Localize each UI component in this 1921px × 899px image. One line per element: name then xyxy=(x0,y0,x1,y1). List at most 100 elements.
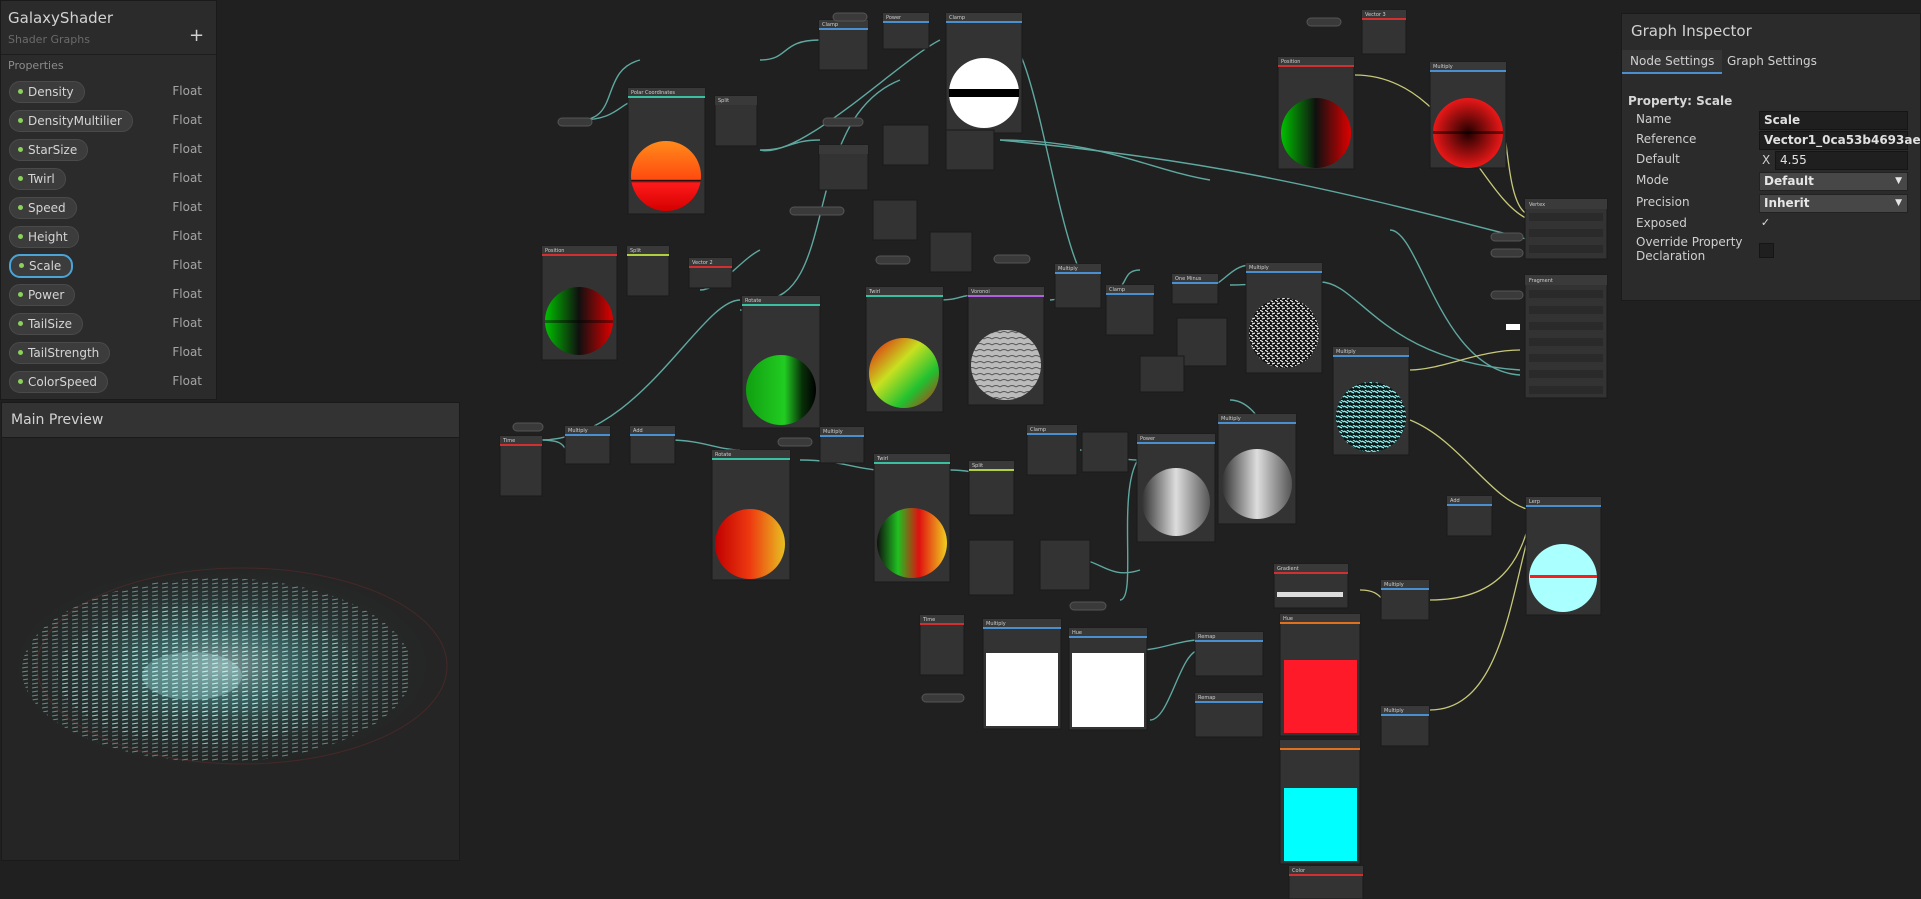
node-multiply-noise[interactable]: Multiply xyxy=(1245,262,1323,374)
node-lerp[interactable]: Lerp xyxy=(1525,496,1602,616)
preview-header[interactable]: Main Preview xyxy=(2,403,459,438)
node-add-time[interactable]: Add xyxy=(629,425,676,465)
add-property-button[interactable]: + xyxy=(189,25,205,46)
node-clamp-preview[interactable]: Clamp xyxy=(945,12,1023,134)
node-multiply-a[interactable] xyxy=(872,199,918,241)
node-vector-2[interactable]: Vector 2 xyxy=(688,257,733,289)
node-multiply-white[interactable]: Multiply xyxy=(982,618,1062,730)
node-rotate[interactable]: Rotate xyxy=(741,295,821,429)
mode-dropdown[interactable]: Default▼ xyxy=(1759,172,1908,191)
node-time-2[interactable]: Time xyxy=(919,614,965,676)
node-position-2[interactable]: Position xyxy=(1277,56,1355,170)
property-pill[interactable]: ColorSpeed xyxy=(9,371,108,393)
default-value-field[interactable]: 4.55 xyxy=(1775,151,1908,170)
override-checkbox[interactable] xyxy=(1759,243,1774,258)
name-label: Name xyxy=(1636,112,1672,126)
node-hue-cyan[interactable] xyxy=(1279,739,1361,865)
node-title: Clamp xyxy=(1030,427,1046,433)
node-fragment[interactable]: Fragment xyxy=(1506,274,1608,399)
exposed-checkbox[interactable]: ✓ xyxy=(1760,216,1771,229)
property-name: Height xyxy=(28,230,68,244)
node-remap[interactable]: Remap xyxy=(1194,631,1264,677)
node-add-b[interactable] xyxy=(1139,355,1185,393)
node-color[interactable]: Color xyxy=(1288,865,1364,899)
node-twirl-2[interactable]: Twirl xyxy=(873,453,951,583)
property-pill[interactable]: Power xyxy=(9,284,76,306)
property-pill[interactable]: Density xyxy=(9,81,85,103)
node-title: Split xyxy=(630,248,641,254)
main-preview-panel[interactable]: Main Preview xyxy=(1,402,460,861)
node-split-3[interactable]: Split xyxy=(968,460,1015,516)
node-split-2[interactable]: Split xyxy=(626,245,670,297)
node-position[interactable]: Position xyxy=(541,245,618,361)
node-twirl[interactable]: Twirl xyxy=(865,286,944,413)
node-multiply-b[interactable]: Multiply xyxy=(819,426,865,464)
node-hue-white[interactable]: Hue xyxy=(1068,627,1148,731)
node-multiply-d[interactable]: Multiply xyxy=(1380,705,1430,747)
precision-dropdown[interactable]: Inherit▼ xyxy=(1759,194,1908,213)
node-clamp[interactable]: Clamp xyxy=(818,19,869,71)
node-time[interactable]: Time xyxy=(499,435,543,497)
tab-graph-settings[interactable]: Graph Settings xyxy=(1727,54,1817,68)
property-type: Float xyxy=(172,374,202,388)
node-multiply-c[interactable]: Multiply xyxy=(1380,579,1430,621)
node-remap-2[interactable]: Remap xyxy=(1194,692,1264,738)
node-multiply-gray[interactable]: Multiply xyxy=(1217,413,1297,525)
reference-field[interactable]: Vector1_0ca53b4693ae xyxy=(1759,131,1921,150)
name-field[interactable]: Scale xyxy=(1759,111,1908,130)
property-pill[interactable]: Height xyxy=(9,226,79,248)
node-multiply-red[interactable]: Multiply xyxy=(1429,61,1507,169)
property-pill[interactable]: DensityMultilier xyxy=(9,110,133,132)
node-multiply-time[interactable]: Multiply xyxy=(564,425,611,465)
property-pill[interactable]: Scale xyxy=(9,254,74,278)
node-add-d[interactable]: Add xyxy=(1446,495,1493,537)
node-rotate-2[interactable]: Rotate xyxy=(711,449,791,581)
property-pill[interactable]: TailSize xyxy=(9,313,83,335)
node-clamp-4[interactable]: Clamp xyxy=(1026,424,1078,476)
graph-inspector-panel: Graph Inspector Node Settings Graph Sett… xyxy=(1621,13,1921,301)
node-add-c[interactable] xyxy=(1081,431,1129,473)
node-polar-coordinates[interactable]: Polar Coordinates xyxy=(627,87,706,215)
node-power-gray[interactable]: Power xyxy=(1136,433,1216,543)
property-pill[interactable]: Speed xyxy=(9,197,77,219)
node-power[interactable]: Power xyxy=(882,12,930,50)
node-clamp-3[interactable] xyxy=(1176,317,1228,367)
node-split[interactable]: Split xyxy=(714,95,758,147)
node-clamp-right[interactable]: Clamp xyxy=(1105,284,1155,336)
node-split-4[interactable] xyxy=(968,539,1015,596)
preview-title: Main Preview xyxy=(11,412,104,428)
node-add-a[interactable] xyxy=(929,231,973,273)
node-vector-3[interactable]: Vector 3 xyxy=(1361,9,1407,55)
galaxy-preview-image[interactable] xyxy=(2,438,459,859)
node-power-2[interactable] xyxy=(882,124,930,166)
node-hue-red[interactable]: Hue xyxy=(1279,613,1361,737)
tab-node-settings[interactable]: Node Settings xyxy=(1622,50,1723,74)
node-clamp-5[interactable] xyxy=(1039,539,1091,591)
node-multiply-small[interactable]: Multiply xyxy=(1054,263,1102,309)
node-multiply-cyan[interactable]: Multiply xyxy=(1332,346,1410,456)
property-pill[interactable]: TailStrength xyxy=(9,342,111,364)
node-voronoi[interactable]: Voronoi xyxy=(967,286,1045,406)
node-one-minus[interactable]: One Minus xyxy=(1171,273,1219,305)
node-title: Power xyxy=(886,15,902,21)
property-pill[interactable]: Twirl xyxy=(9,168,66,190)
node-vertex[interactable]: Vertex xyxy=(1524,198,1608,260)
node-multiply-mid[interactable] xyxy=(945,129,995,171)
property-pill[interactable]: StarSize xyxy=(9,139,89,161)
property-chips[interactable] xyxy=(512,12,1524,703)
property-row[interactable]: ColorSpeed Float xyxy=(1,369,216,397)
node-gradient[interactable]: Gradient xyxy=(1273,563,1349,609)
node-title: Rotate xyxy=(715,452,731,458)
